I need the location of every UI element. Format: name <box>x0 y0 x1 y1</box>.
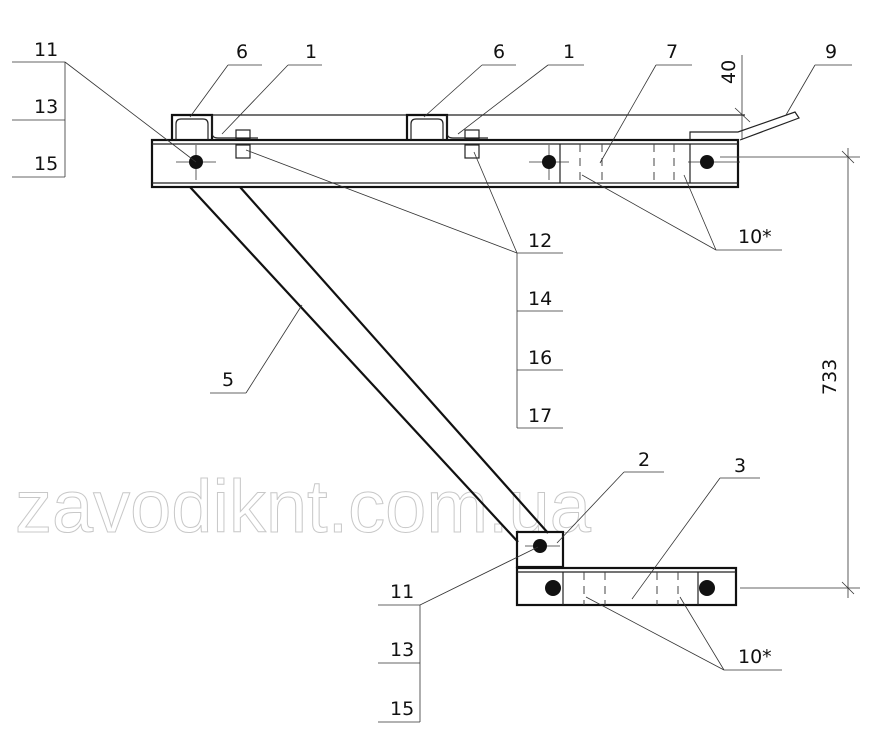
callout-1-right: 1 <box>457 41 584 135</box>
svg-text:1: 1 <box>563 41 575 63</box>
bolt-icon <box>545 580 561 596</box>
svg-text:17: 17 <box>528 405 552 427</box>
svg-text:3: 3 <box>734 455 746 477</box>
svg-text:733: 733 <box>819 359 841 395</box>
callout-1-left: 1 <box>221 41 322 135</box>
watermark: zavodiknt.com.ua <box>15 465 592 548</box>
bolt-nut-right <box>464 129 480 159</box>
top-bolts <box>176 145 740 180</box>
svg-text:10*: 10* <box>738 226 772 248</box>
svg-text:15: 15 <box>390 698 414 720</box>
channel-left <box>170 113 258 140</box>
svg-text:5: 5 <box>222 369 234 391</box>
bolt-icon <box>699 580 715 596</box>
callout-7: 7 <box>599 41 692 164</box>
callout-5: 5 <box>210 304 303 394</box>
svg-text:12: 12 <box>528 230 552 252</box>
callout-10-bottom: 10* <box>585 596 782 671</box>
channel-right <box>405 113 488 140</box>
svg-text:16: 16 <box>528 347 552 369</box>
callout-11-13-15-bottom: 11 13 15 <box>378 546 539 723</box>
callout-3: 3 <box>631 455 760 600</box>
dimension-40: 40 <box>718 55 751 140</box>
callout-6-left: 6 <box>189 41 262 118</box>
callout-10-top: 10* <box>581 174 782 251</box>
bottom-beam <box>515 566 738 607</box>
svg-text:40: 40 <box>718 60 740 84</box>
svg-text:6: 6 <box>236 41 248 63</box>
svg-text:11: 11 <box>390 581 414 603</box>
svg-text:10*: 10* <box>738 646 772 668</box>
callout-11-13-15-top: 11 13 15 <box>12 39 197 178</box>
svg-text:1: 1 <box>305 41 317 63</box>
callout-12-14-16-17: 12 14 16 17 <box>245 149 563 429</box>
top-slots <box>559 144 691 183</box>
svg-text:2: 2 <box>638 449 650 471</box>
callout-2: 2 <box>556 449 664 544</box>
callout-9: 9 <box>785 41 852 116</box>
callout-6-right: 6 <box>423 41 516 118</box>
svg-text:13: 13 <box>390 639 414 661</box>
svg-text:14: 14 <box>528 288 552 310</box>
svg-text:9: 9 <box>825 41 837 63</box>
bolt-icon <box>700 155 714 169</box>
top-beam <box>150 114 745 189</box>
bolt-icon <box>542 155 556 169</box>
svg-text:6: 6 <box>493 41 505 63</box>
svg-text:15: 15 <box>34 153 58 175</box>
plate-rod-9 <box>689 111 800 141</box>
diagonal-brace <box>189 186 549 543</box>
bolt-icon <box>533 539 547 553</box>
svg-text:13: 13 <box>34 96 58 118</box>
svg-text:7: 7 <box>666 41 678 63</box>
dimension-733: 733 <box>720 148 860 598</box>
svg-text:11: 11 <box>34 39 58 61</box>
